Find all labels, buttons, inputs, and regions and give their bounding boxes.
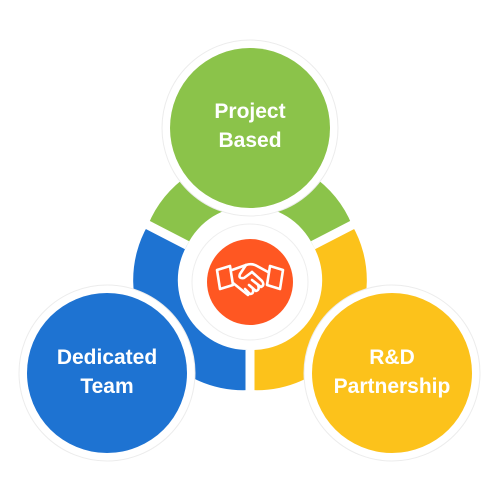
center-circle (207, 239, 293, 325)
center-hub (191, 223, 309, 341)
node-project-based-circle (170, 48, 330, 208)
node-project-based-line1: Project (214, 100, 285, 123)
ring-separators (141, 218, 359, 394)
node-dedicated-team-circle (27, 293, 187, 453)
node-rnd-partnership-line2: Partnership (334, 375, 451, 398)
node-project-based-line2: Based (218, 129, 281, 152)
node-dedicated-team: Dedicated Team (18, 284, 196, 462)
node-dedicated-team-line1: Dedicated (57, 346, 157, 369)
node-dedicated-team-line2: Team (80, 375, 133, 398)
node-rnd-partnership-line1: R&D (369, 346, 415, 369)
node-rnd-partnership-circle (312, 293, 472, 453)
node-project-based: Project Based (161, 39, 339, 217)
node-rnd-partnership: R&D Partnership (303, 284, 481, 462)
handshake-icon (215, 262, 285, 297)
